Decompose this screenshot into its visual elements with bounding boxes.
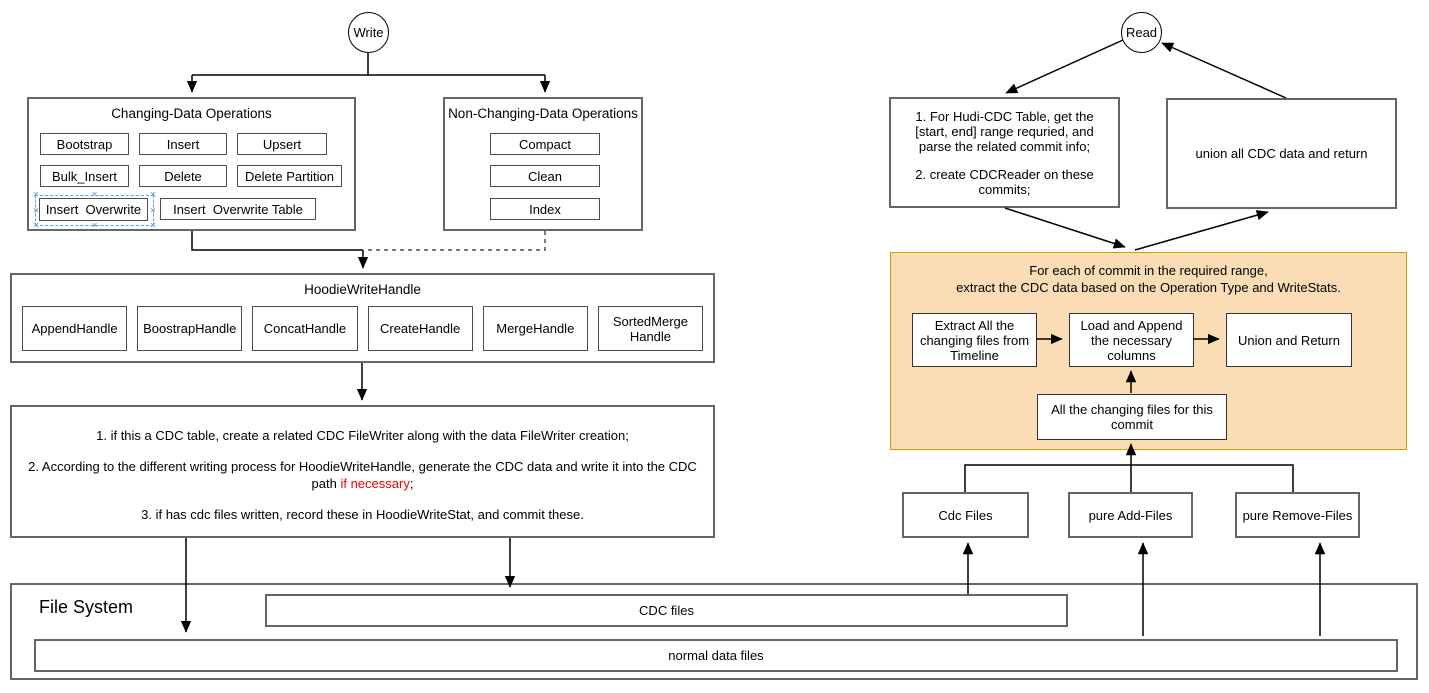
- write-steps-box[interactable]: 1. if this a CDC table, create a related…: [10, 405, 715, 538]
- resize-handle-icon[interactable]: [149, 191, 157, 199]
- op-delete[interactable]: Delete: [139, 165, 227, 187]
- non-changing-data-operations-title: Non-Changing-Data Operations: [448, 106, 638, 121]
- file-system-group[interactable]: File System CDC files normal data files: [10, 583, 1418, 680]
- write-step-2: 2. According to the different writing pr…: [28, 459, 697, 491]
- changing-data-operations-title: Changing-Data Operations: [111, 106, 272, 121]
- resize-handle-icon[interactable]: [149, 222, 157, 230]
- union-all-cdc-box[interactable]: union all CDC data and return: [1166, 98, 1397, 209]
- hoodie-write-handle-group[interactable]: HoodieWriteHandle AppendHandle BoostrapH…: [10, 273, 715, 363]
- fs-normal-data-files-box[interactable]: normal data files: [34, 639, 1398, 672]
- extract-changing-files-node[interactable]: Extract All the changing files from Time…: [912, 313, 1037, 367]
- op-upsert[interactable]: Upsert: [237, 133, 327, 155]
- cdc-files-node[interactable]: Cdc Files: [902, 492, 1029, 538]
- append-handle-node[interactable]: AppendHandle: [22, 306, 128, 351]
- read-prepare-para1: 1. For Hudi-CDC Table, get the [start, e…: [915, 108, 1094, 154]
- hoodie-write-handle-title: HoodieWriteHandle: [304, 282, 421, 297]
- boostrap-handle-node[interactable]: BoostrapHandle: [137, 306, 243, 351]
- op-insert-overwrite-selected[interactable]: Insert Overwrite: [39, 198, 148, 221]
- file-system-title: File System: [39, 597, 134, 617]
- write-step-3: 3. if has cdc files written, record thes…: [141, 507, 584, 522]
- union-and-return-node[interactable]: Union and Return: [1226, 313, 1352, 367]
- concat-handle-node[interactable]: ConcatHandle: [252, 306, 358, 351]
- per-commit-title: For each of commit in the required range…: [956, 263, 1341, 295]
- resize-handle-icon[interactable]: [91, 222, 99, 230]
- create-handle-node[interactable]: CreateHandle: [367, 306, 473, 351]
- op-compact[interactable]: Compact: [490, 133, 600, 155]
- resize-handle-icon[interactable]: [149, 207, 157, 215]
- pure-add-files-node[interactable]: pure Add-Files: [1068, 492, 1193, 538]
- changing-data-operations-group[interactable]: Changing-Data Operations Bootstrap Inser…: [27, 97, 356, 231]
- write-node[interactable]: Write: [348, 12, 389, 53]
- per-commit-group[interactable]: For each of commit in the required range…: [890, 252, 1407, 450]
- read-prepare-para2: 2. create CDCReader on these commits;: [915, 166, 1094, 197]
- read-node-label: Read: [1125, 25, 1158, 40]
- op-insert-overwrite-table[interactable]: Insert Overwrite Table: [160, 198, 316, 220]
- op-clean[interactable]: Clean: [490, 165, 600, 187]
- op-index[interactable]: Index: [490, 198, 600, 220]
- if-necessary-highlight: if necessary: [340, 476, 410, 491]
- op-bootstrap[interactable]: Bootstrap: [40, 133, 129, 155]
- sorted-merge-handle-node[interactable]: SortedMerge Handle: [597, 306, 704, 351]
- read-prepare-box[interactable]: 1. For Hudi-CDC Table, get the [start, e…: [889, 97, 1120, 208]
- all-changing-files-node[interactable]: All the changing files for this commit: [1037, 394, 1227, 440]
- op-bulk-insert[interactable]: Bulk_Insert: [40, 165, 129, 187]
- merge-handle-node[interactable]: MergeHandle: [482, 306, 588, 351]
- resize-handle-icon[interactable]: [32, 222, 40, 230]
- write-step-1: 1. if this a CDC table, create a related…: [96, 428, 629, 443]
- load-append-columns-node[interactable]: Load and Append the necessary columns: [1069, 313, 1194, 367]
- op-delete-partition[interactable]: Delete Partition: [237, 165, 342, 187]
- non-changing-data-operations-group[interactable]: Non-Changing-Data Operations Compact Cle…: [443, 97, 643, 231]
- op-insert[interactable]: Insert: [139, 133, 227, 155]
- write-node-label: Write: [353, 25, 384, 40]
- selection-outline: [35, 195, 154, 226]
- fs-cdc-files-box[interactable]: CDC files: [265, 594, 1068, 627]
- handles-row: AppendHandle BoostrapHandle ConcatHandle…: [22, 306, 704, 351]
- pure-remove-files-node[interactable]: pure Remove-Files: [1235, 492, 1360, 538]
- read-node[interactable]: Read: [1121, 12, 1162, 53]
